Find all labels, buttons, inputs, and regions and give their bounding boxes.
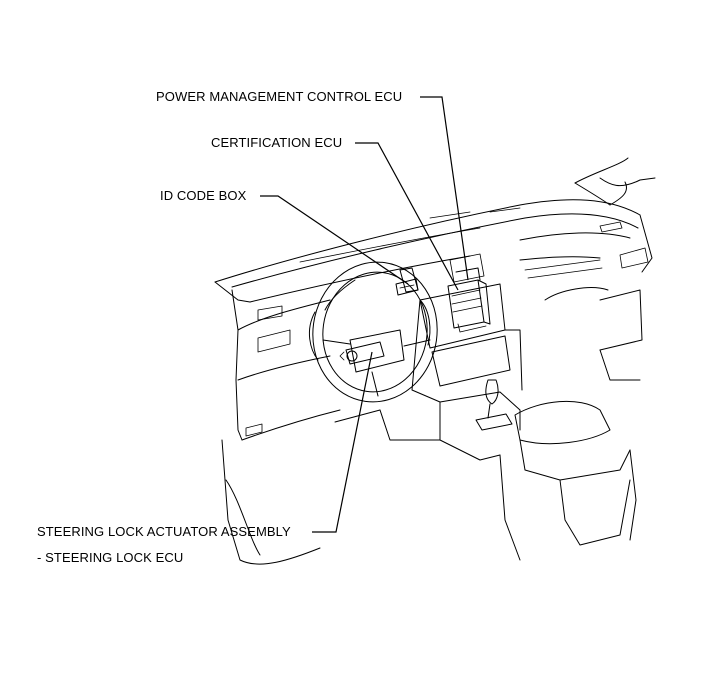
- label-power-management-control-ecu: POWER MANAGEMENT CONTROL ECU: [156, 89, 403, 104]
- steering-wheel: [308, 261, 438, 403]
- label-steering-lock-actuator: STEERING LOCK ACTUATOR ASSEMBLY: [37, 524, 291, 539]
- dashboard-outline: [214, 157, 656, 565]
- center-console: [334, 247, 649, 561]
- id-code-box: [395, 278, 419, 296]
- leader-id-code-box: [260, 195, 409, 285]
- ecu-assembly: [447, 267, 491, 333]
- leader-certification: [355, 142, 459, 291]
- steering-lock-actuator: [339, 341, 385, 365]
- leader-steering-lock: [312, 351, 373, 533]
- leader-power-management: [420, 96, 469, 281]
- label-id-code-box: ID CODE BOX: [160, 188, 247, 203]
- label-certification-ecu: CERTIFICATION ECU: [211, 135, 343, 150]
- label-steering-lock-ecu: - STEERING LOCK ECU: [37, 550, 184, 565]
- leader-lines: [260, 96, 469, 533]
